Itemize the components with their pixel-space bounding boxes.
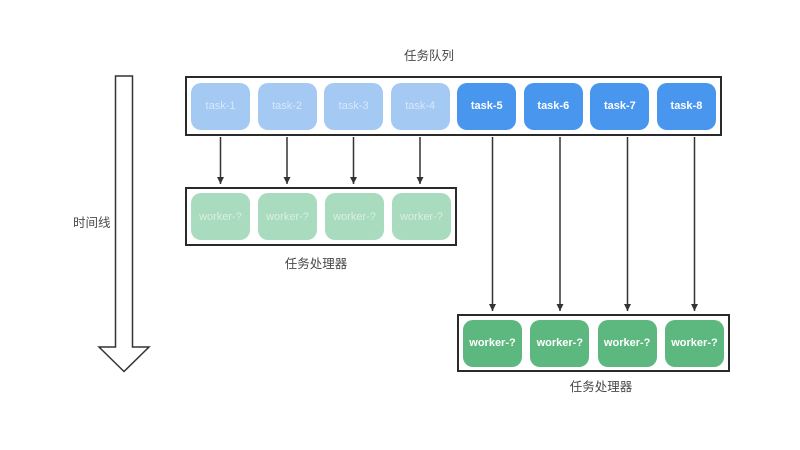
task-tile: task-1 [191,82,250,130]
task-tile: task-4 [390,82,450,130]
task-tile: task-7 [590,82,650,130]
worker-tile: worker-? [191,193,250,240]
worker-tile: worker-? [463,319,522,367]
task-tile: task-5 [457,82,517,130]
task-tile: task-8 [656,82,716,130]
queue-title: 任务队列 [403,49,455,63]
worker-tile: worker-? [530,319,590,367]
worker-pool-2-box: worker-? worker-? worker-? worker-? [457,314,730,372]
worker-pool-1-title: 任务处理器 [284,257,348,271]
worker-tile: worker-? [597,319,657,367]
worker-pool-1-box: worker-? worker-? worker-? worker-? [185,187,457,246]
task-queue-box: task-1 task-2 task-3 task-4 task-5 task-… [185,76,722,136]
timeline-label: 时间线 [73,216,111,230]
worker-pool-2-title: 任务处理器 [569,380,633,394]
worker-tile: worker-? [392,193,451,240]
task-tile: task-6 [523,82,583,130]
task-tile: task-2 [257,82,317,130]
worker-tile: worker-? [664,319,724,367]
task-tile: task-3 [324,82,384,130]
worker-tile: worker-? [325,193,384,240]
worker-tile: worker-? [258,193,317,240]
